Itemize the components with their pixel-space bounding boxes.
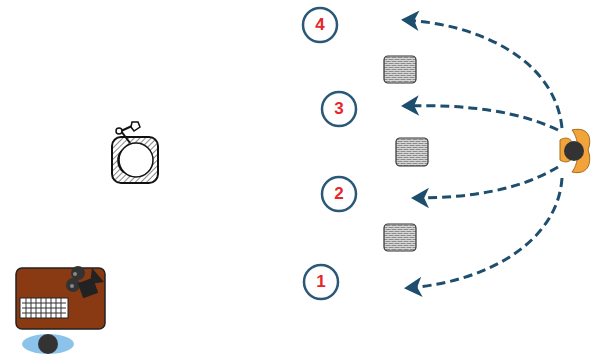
callout-number: 3: [320, 99, 358, 119]
person-walker: [560, 129, 590, 172]
callout-circle: 3: [320, 90, 358, 128]
callout-circle: 4: [301, 6, 339, 44]
callout-number: 1: [302, 272, 340, 292]
callout-circle: 2: [320, 175, 358, 213]
robot-symbol: [112, 122, 158, 183]
obstacle-blocks: [384, 56, 428, 251]
person-operator: [22, 334, 74, 354]
callout-circle: 1: [302, 263, 340, 301]
callout-number: 2: [320, 184, 358, 204]
desk-workstation: [16, 266, 105, 329]
callout-number: 4: [301, 15, 339, 35]
